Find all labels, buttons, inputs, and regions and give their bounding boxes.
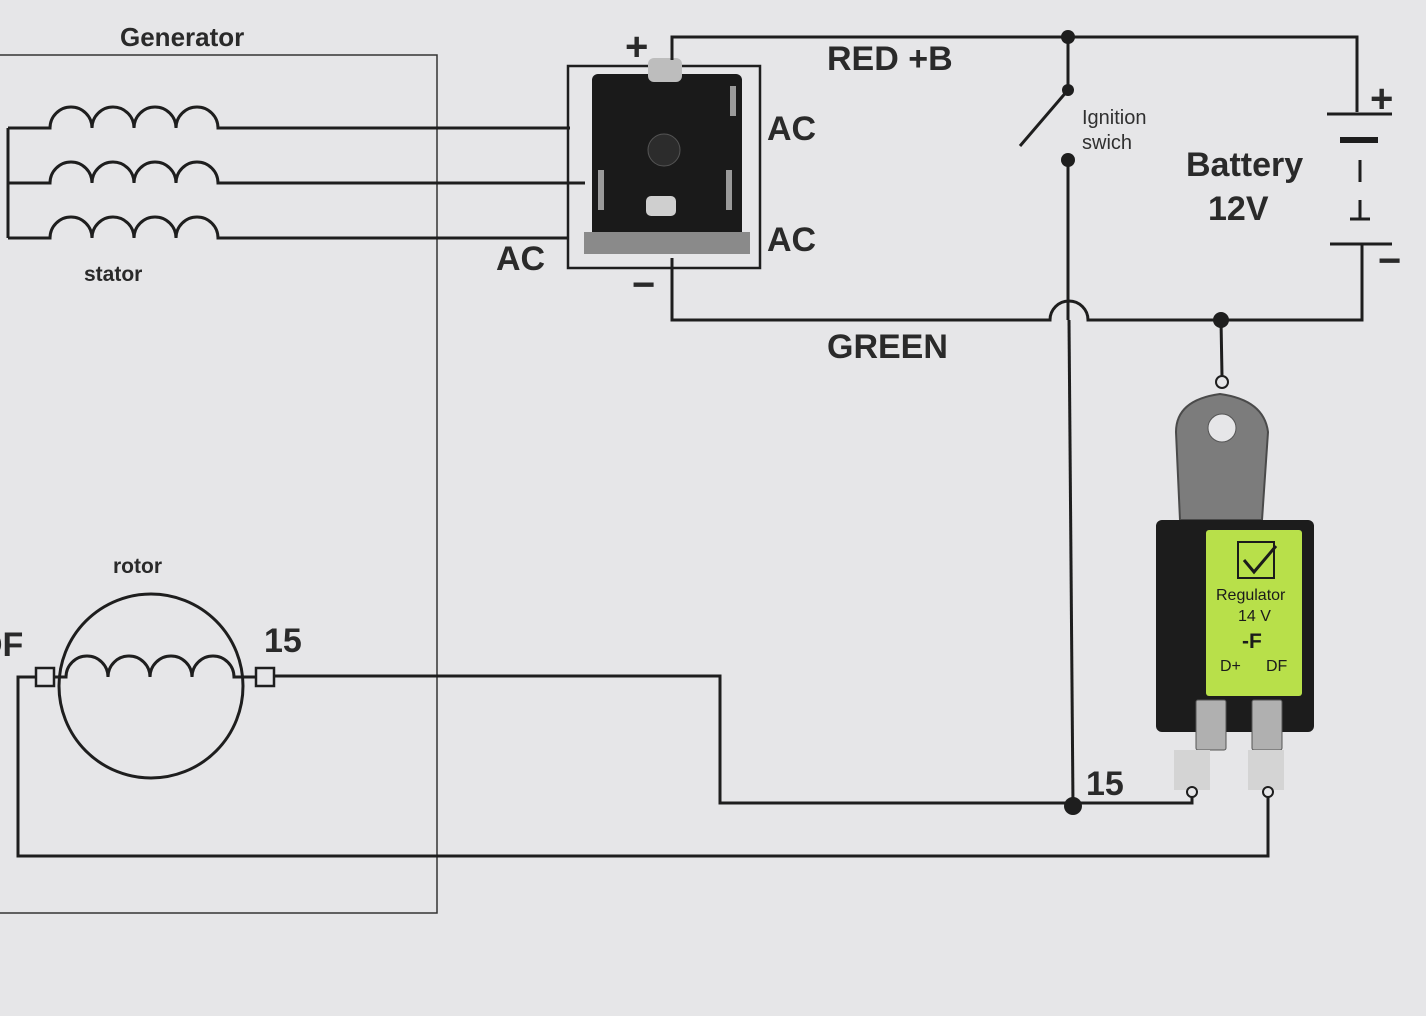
regulator-voltage: 14 V	[1238, 608, 1271, 625]
stator-coils	[6, 105, 585, 240]
ac-label-left: AC	[496, 240, 545, 278]
ac-label-bottom: AC	[767, 221, 816, 259]
regulator-terminal-dplus: D+	[1220, 658, 1241, 675]
rectifier-plus: +	[625, 25, 648, 69]
df-label: DF	[0, 626, 23, 664]
battery-symbol	[1327, 112, 1392, 260]
field-wires	[16, 674, 1274, 858]
red-b-wire	[670, 35, 1359, 112]
generator-housing	[0, 54, 438, 914]
battery-label-line2: 12V	[1208, 190, 1269, 228]
generator-title: Generator	[120, 22, 244, 52]
bridge-rectifier	[566, 58, 762, 270]
rotor-15-label: 15	[264, 622, 302, 660]
rectifier-minus: −	[632, 263, 655, 307]
regulator-terminal-df: DF	[1266, 658, 1288, 675]
voltage-regulator	[1156, 392, 1314, 790]
rotor-label: rotor	[113, 555, 162, 578]
rotor-coil	[34, 592, 276, 780]
regulator-title: Regulator	[1216, 587, 1286, 604]
ignition-switch	[1018, 30, 1075, 807]
green-label: GREEN	[827, 328, 948, 366]
switch-15-label: 15	[1086, 765, 1124, 803]
regulator-type: -F	[1242, 630, 1262, 653]
regulator-ground	[1213, 312, 1229, 389]
battery-label-line1: Battery	[1186, 146, 1303, 184]
battery-plus: +	[1370, 77, 1393, 121]
ignition-label-line2: swich	[1082, 132, 1132, 154]
red-b-label: RED +B	[827, 40, 953, 78]
ac-label-top: AC	[767, 110, 816, 148]
ignition-label-line1: Ignition	[1082, 107, 1147, 129]
battery-minus: −	[1378, 239, 1401, 283]
stator-label: stator	[84, 263, 142, 286]
